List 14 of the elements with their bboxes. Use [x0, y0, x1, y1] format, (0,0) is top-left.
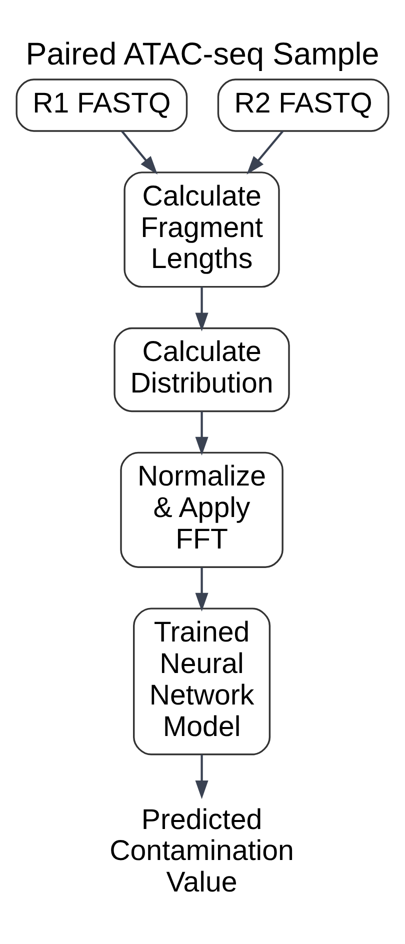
arrow: [195, 286, 208, 332]
node-box: R2 FASTQ: [217, 78, 390, 132]
node-box: Trained Neural Network Model: [133, 608, 271, 756]
arrow: [121, 130, 158, 174]
diagram-title: Paired ATAC-seq Sample: [26, 36, 380, 72]
node-box: Calculate Fragment Lengths: [124, 172, 280, 288]
arrow: [195, 411, 208, 456]
node-box: Normalize & Apply FFT: [120, 452, 284, 568]
arrow: [195, 754, 208, 800]
arrow: [246, 130, 284, 174]
node-box: R1 FASTQ: [16, 78, 188, 132]
node-box: Calculate Distribution: [114, 327, 290, 412]
arrow: [195, 568, 208, 612]
node-text: Predicted Contamination Value: [110, 804, 294, 899]
